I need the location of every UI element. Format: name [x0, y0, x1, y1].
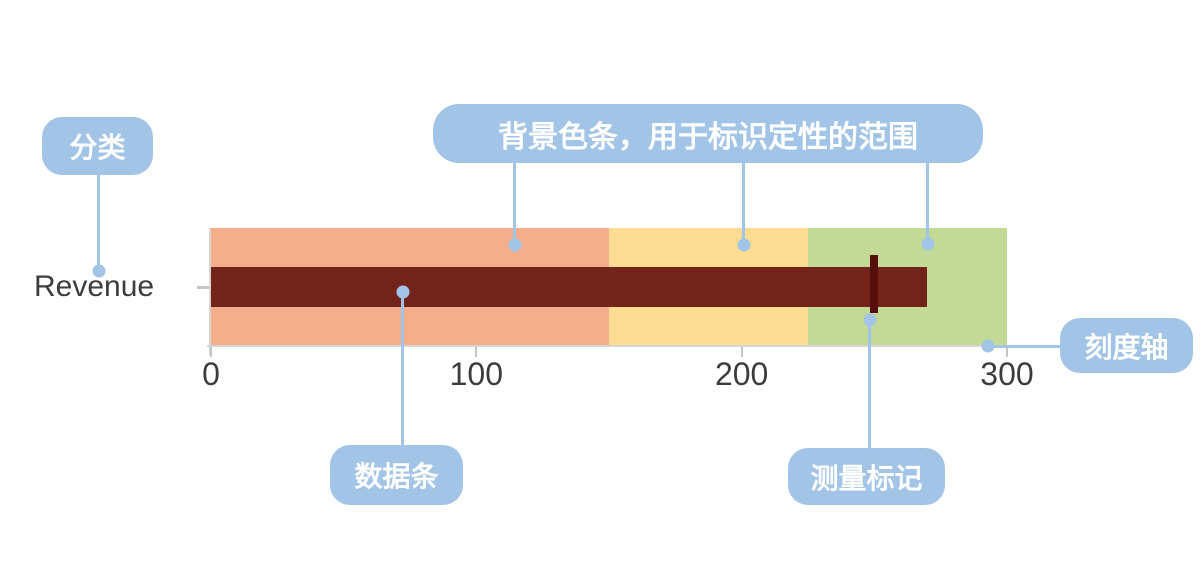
- category-leader-line: [97, 175, 100, 271]
- callout-scale-axis: 刻度轴: [1060, 318, 1193, 373]
- callout-category-label: 分类: [69, 132, 126, 163]
- axis-tick-label-300: 300: [980, 356, 1034, 392]
- scale-axis-anchor-dot: [981, 339, 995, 353]
- axis-tick-300: [1006, 347, 1008, 357]
- callout-measure-marker: 测量标记: [788, 448, 945, 505]
- callout-data-bar-label: 数据条: [354, 461, 439, 492]
- callout-background-bands: 背景色条，用于标识定性的范围: [433, 104, 983, 163]
- band-leader-line-1: [513, 162, 516, 244]
- y-axis-line: [209, 228, 211, 355]
- measure-marker: [870, 255, 879, 313]
- scale-axis-leader-line: [988, 345, 1060, 348]
- callout-scale-axis-label: 刻度轴: [1084, 331, 1169, 363]
- axis-tick-0: [210, 347, 212, 357]
- data-bar: [211, 267, 928, 307]
- data-bar-leader-line: [401, 292, 404, 445]
- axis-tick-100: [475, 347, 478, 357]
- measure-marker-anchor-dot: [863, 313, 877, 327]
- band-leader-line-2: [742, 162, 745, 244]
- axis-tick-label-100: 100: [449, 356, 504, 392]
- callout-measure-marker-label: 测量标记: [810, 462, 923, 494]
- category-anchor-dot: [92, 264, 106, 278]
- band-leader-line-3: [926, 162, 929, 244]
- callout-background-bands-label: 背景色条，用于标识定性的范围: [498, 120, 918, 154]
- x-axis-line: [207, 345, 1008, 347]
- category-axis-tick: [197, 286, 209, 289]
- band-anchor-dot-2: [737, 238, 751, 252]
- band-anchor-dot-3: [921, 237, 935, 251]
- axis-tick-label-200: 200: [714, 356, 769, 392]
- callout-category: 分类: [42, 117, 153, 175]
- axis-tick-200: [740, 347, 743, 357]
- band-anchor-dot-1: [508, 238, 522, 252]
- data-bar-anchor-dot: [396, 285, 410, 299]
- axis-tick-label-0: 0: [202, 356, 220, 392]
- measure-marker-leader-line: [868, 320, 871, 448]
- callout-data-bar: 数据条: [330, 445, 463, 505]
